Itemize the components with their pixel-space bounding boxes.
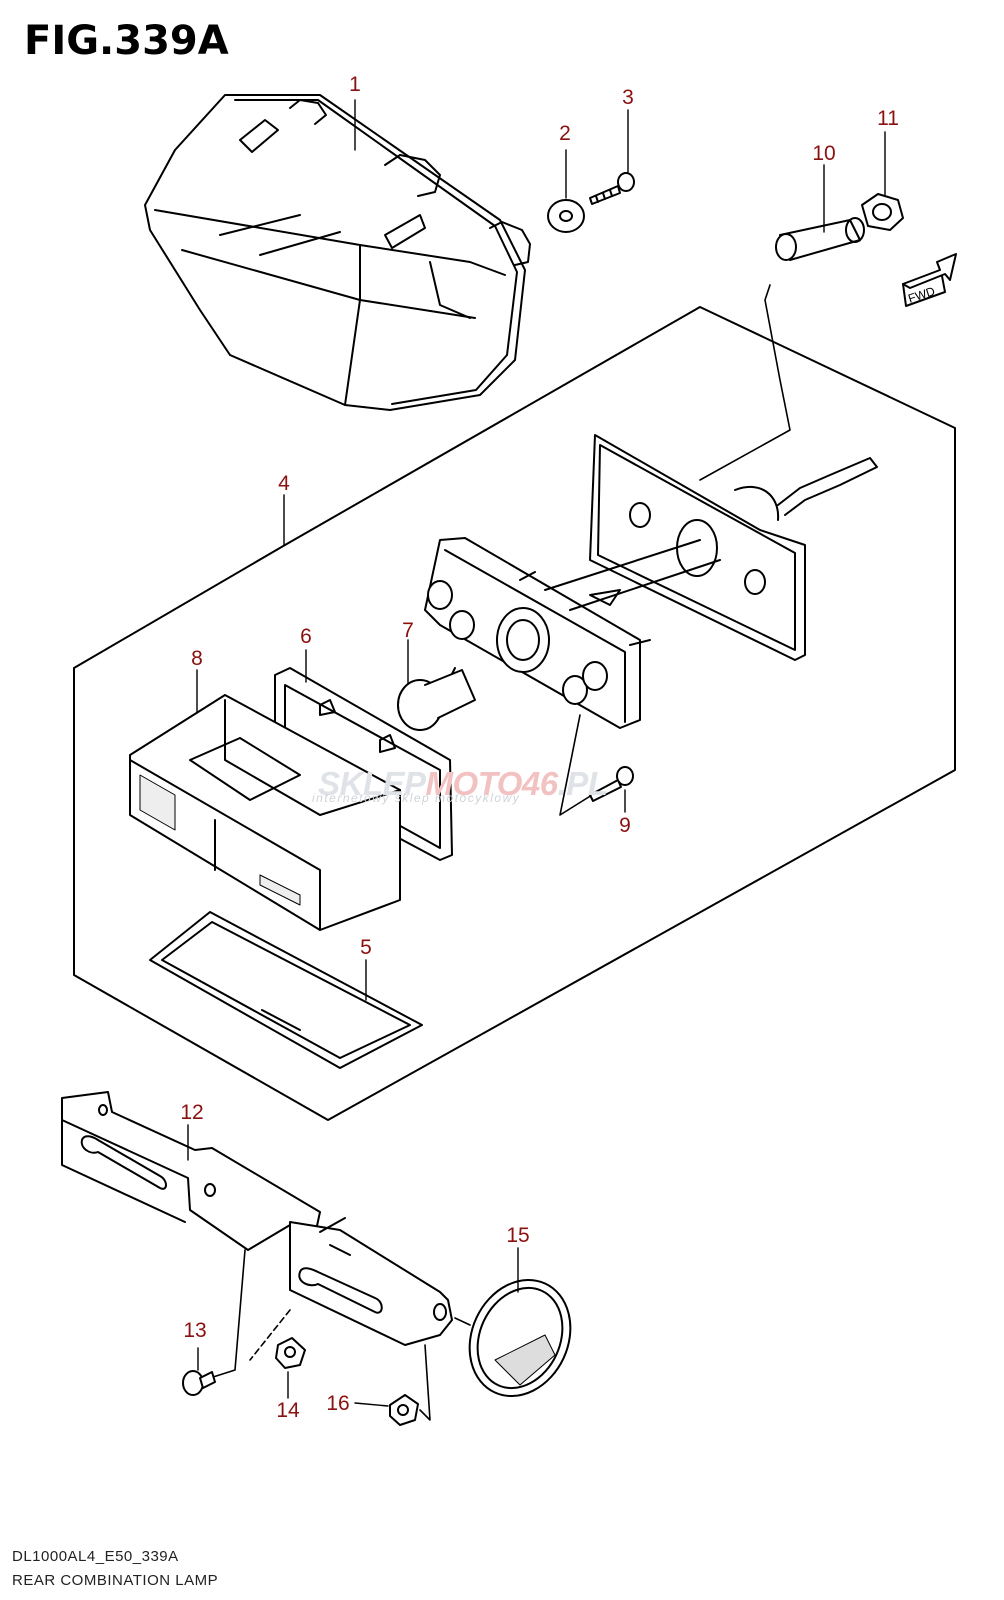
- watermark-part2: MOTO: [425, 765, 523, 802]
- screw-part-3: [589, 172, 635, 205]
- lamp-housing-part: [144, 94, 531, 411]
- model-code: DL1000AL4_E50_339A: [12, 1548, 179, 1565]
- lens-part-8: [129, 694, 401, 931]
- callout-8: 8: [191, 647, 203, 670]
- callout-3: 3: [622, 86, 634, 109]
- nut-part-11: [861, 193, 904, 231]
- license-lamp-base: [589, 434, 878, 661]
- nut-part-16: [389, 1394, 419, 1426]
- figure-caption: REAR COMBINATION LAMP: [12, 1572, 219, 1589]
- callout-13: 13: [183, 1319, 207, 1342]
- spacer-collar-part: [775, 217, 865, 261]
- bulb-socket-holder: [424, 537, 721, 729]
- callout-12: 12: [180, 1101, 204, 1124]
- callout-6: 6: [300, 625, 312, 648]
- fwd-arrow: FWD: [902, 253, 957, 307]
- bolt-part-13: [182, 1370, 216, 1396]
- watermark-logo: SKLEPMOTO46.PL: [318, 765, 608, 803]
- callout-2: 2: [559, 122, 571, 145]
- callout-4: 4: [278, 472, 290, 495]
- callout-9: 9: [619, 814, 631, 837]
- washer-part: [547, 199, 585, 233]
- watermark-subtitle: internetowy sklep motocyklowy: [312, 791, 521, 805]
- screw-part-9: [589, 766, 634, 802]
- reflector-part-15: [468, 1278, 572, 1398]
- lower-gasket-part-5: [149, 911, 423, 1069]
- reflector-bracket: [289, 1217, 453, 1346]
- callout-15: 15: [506, 1224, 530, 1247]
- callout-16: 16: [326, 1392, 350, 1415]
- bulb-part-7: [397, 667, 476, 731]
- callout-10: 10: [812, 142, 836, 165]
- watermark-part4: .PL: [557, 765, 608, 802]
- callout-7: 7: [402, 619, 414, 642]
- callout-5: 5: [360, 936, 372, 959]
- figure-title: FIG.339A: [24, 18, 229, 64]
- nut-part-14: [275, 1337, 306, 1369]
- assembly-boundary: [73, 306, 956, 1121]
- watermark-part3: 46: [521, 765, 558, 802]
- callout-1: 1: [349, 73, 361, 96]
- callout-11: 11: [877, 107, 899, 130]
- watermark-part1: SKLEP: [318, 765, 426, 802]
- callout-14: 14: [276, 1399, 300, 1422]
